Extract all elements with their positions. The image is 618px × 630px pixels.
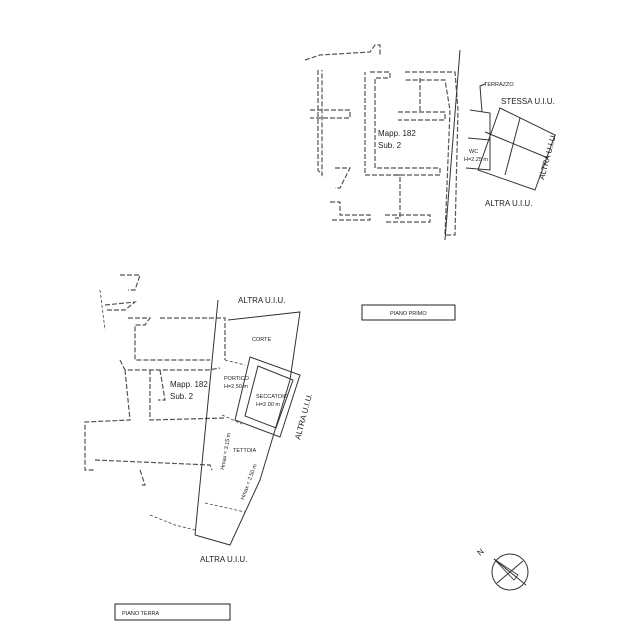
first-floor-walls (304, 44, 556, 241)
tettoia-label: TETTOIA (233, 448, 256, 454)
hmax-250-label: Hmax = 2.50 m (240, 463, 259, 501)
piano-terra-box (114, 603, 231, 621)
portico-label: PORTICO (224, 376, 250, 382)
ground-floor-altra-uiu-bottom: ALTRA U.I.U. (200, 555, 247, 564)
seccatoio-label: SECCATOIO (256, 394, 289, 400)
corte-label: CORTE (252, 337, 271, 343)
first-floor-mapp-label: Mapp. 182 (378, 129, 416, 138)
ground-floor-walls (84, 274, 301, 546)
first-floor-altra-uiu-bottom: ALTRA U.I.U. (485, 199, 532, 208)
piano-primo-box (361, 304, 456, 321)
ground-floor-altra-uiu-top: ALTRA U.I.U. (238, 296, 285, 305)
ground-floor-altra-uiu-right: ALTRA U.I.U. (293, 392, 314, 440)
first-floor-altra-uiu-right: ALTRA U.I.U. (537, 132, 558, 180)
hmax-315-label: Hmax = 3.15 m (220, 432, 232, 470)
north-compass-icon: N (476, 547, 529, 591)
piano-terra-title: PIANO TERRA (122, 611, 160, 617)
piano-primo-title: PIANO PRIMO (390, 311, 427, 317)
wc-height-label: H=2.25 m (464, 157, 488, 163)
wc-label: WC (469, 149, 478, 155)
north-label: N (476, 547, 486, 558)
seccatoio-height-label: H=2.00 m (256, 402, 280, 408)
portico-height-label: H=2.50 m (224, 384, 248, 390)
stessa-uiu-label: STESSA U.I.U. (501, 97, 555, 106)
terrazzo-label: TERRAZZO (484, 82, 514, 88)
ground-floor-sub-label: Sub. 2 (170, 392, 194, 401)
ground-floor-mapp-label: Mapp. 182 (170, 380, 208, 389)
first-floor-sub-label: Sub. 2 (378, 141, 402, 150)
